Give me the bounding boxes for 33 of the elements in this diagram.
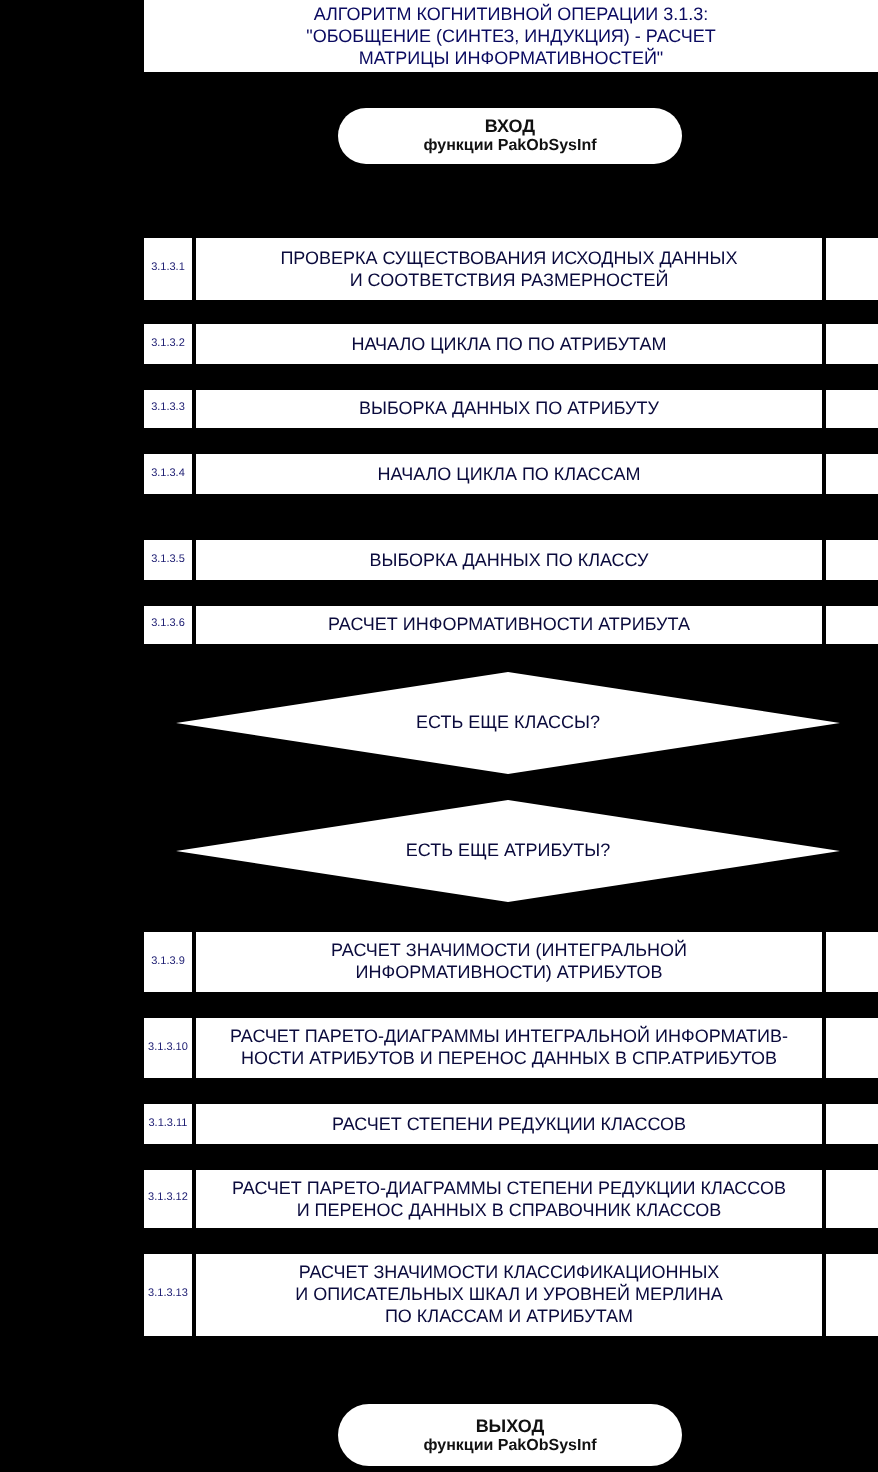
process-label: ВЫБОРКА ДАННЫХ ПО АТРИБУТУ — [359, 398, 659, 420]
process-box — [144, 540, 878, 580]
terminator-title: ВЫХОД — [475, 1415, 545, 1435]
process-label: ВЫБОРКА ДАННЫХ ПО КЛАССУ — [369, 549, 649, 571]
process-box — [144, 390, 878, 428]
process-label: РАСЧЕТ ЗНАЧИМОСТИ КЛАССИФИКАЦИОННЫХ И ОПИСАТЕЛЬНЫХ ШКАЛ И УРОВНЕЙ МЕРЛИНА ПО КЛАССАМ И АТРИБУТАМ — [293, 1262, 725, 1328]
decision-label: ЕСТЬ ЕЩЕ КЛАССЫ? — [416, 712, 600, 734]
process-box — [144, 238, 878, 300]
process-label: НАЧАЛО ЦИКЛА ПО КЛАССАМ — [377, 463, 641, 485]
process-label: РАСЧЕТ ЗНАЧИМОСТИ (ИНТЕГРАЛЬНОЙ ИНФОРМАТИВНОСТИ) АТРИБУТОВ — [329, 940, 689, 984]
process-box — [144, 932, 878, 992]
diagram-title: АЛГОРИТМ КОГНИТИВНОЙ ОПЕРАЦИИ 3.1.3: "ОБОБЩЕНИЕ (СИНТЕЗ, ИНДУКЦИЯ) - РАСЧЕТ МАТРИЦЫ ИНФОРМАТИВНОСТЕЙ" — [304, 3, 718, 69]
process-label: НАЧАЛО ЦИКЛА ПО ПО АТРИБУТАМ — [351, 333, 667, 355]
process-label: РАСЧЕТ ПАРЕТО-ДИАГРАММЫ СТЕПЕНИ РЕДУКЦИИ КЛАССОВ И ПЕРЕНОС ДАННЫХ В СПРАВОЧНИК КЛАССОВ — [230, 1177, 788, 1221]
process-label: РАСЧЕТ ИНФОРМАТИВНОСТИ АТРИБУТА — [328, 614, 690, 636]
process-box — [144, 324, 878, 364]
process-label: РАСЧЕТ ПАРЕТО-ДИАГРАММЫ ИНТЕГРАЛЬНОЙ ИНФОРМАТИВ- НОСТИ АТРИБУТОВ И ПЕРЕНОС ДАННЫХ В СПР.АТРИБУТОВ — [228, 1026, 790, 1070]
terminator-subtitle: функции PakObSysInf — [423, 1435, 597, 1455]
process-box — [144, 1018, 878, 1078]
terminator-subtitle: функции PakObSysInf — [423, 136, 597, 156]
process-label: РАСЧЕТ СТЕПЕНИ РЕДУКЦИИ КЛАССОВ — [331, 1113, 687, 1135]
process-box — [144, 454, 878, 494]
terminator — [338, 1404, 682, 1466]
decision-label: ЕСТЬ ЕЩЕ АТРИБУТЫ? — [405, 840, 611, 862]
process-box — [144, 1104, 878, 1144]
process-box — [144, 606, 878, 644]
terminator-title: ВХОД — [484, 116, 536, 136]
decision-diamond — [176, 800, 840, 902]
process-label: ПРОВЕРКА СУЩЕСТВОВАНИЯ ИСХОДНЫХ ДАННЫХ И СООТВЕТСТВИЯ РАЗМЕРНОСТЕЙ — [278, 247, 740, 291]
process-box — [144, 1254, 878, 1336]
terminator — [338, 108, 682, 164]
process-box — [144, 1170, 878, 1228]
decision-diamond — [176, 672, 840, 774]
